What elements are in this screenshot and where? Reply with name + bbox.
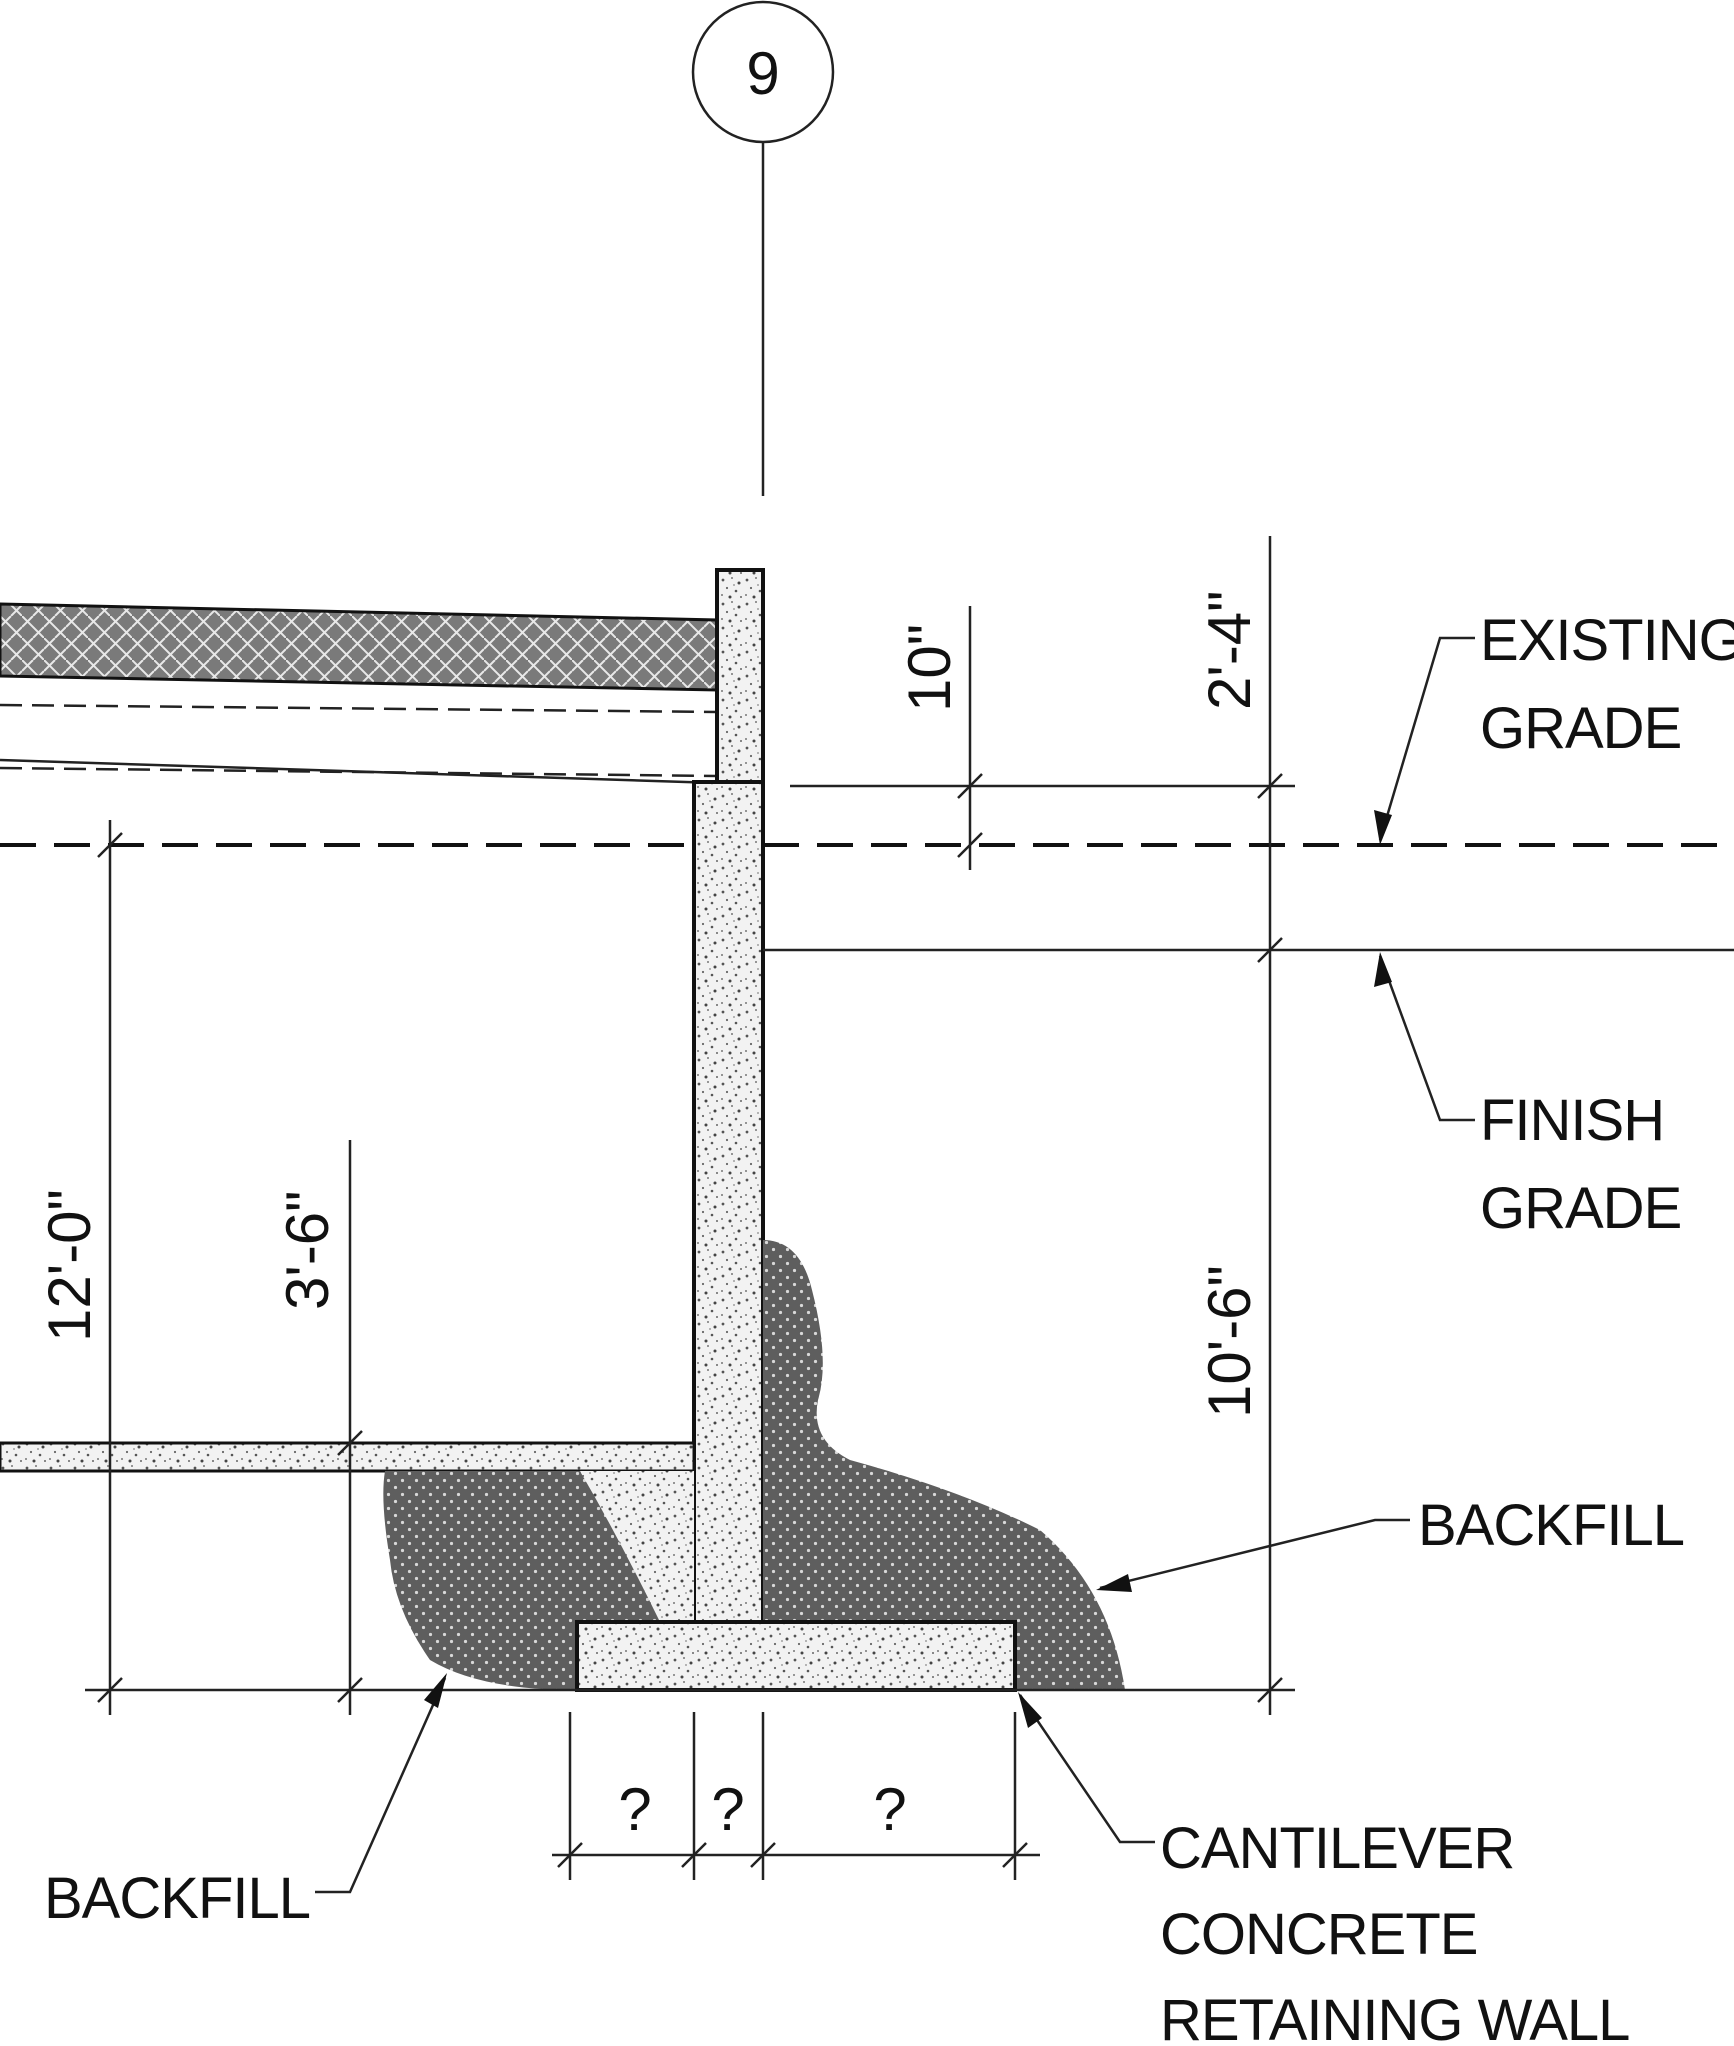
wall-footing — [575, 1620, 1017, 1692]
backfill-right-label: BACKFILL — [1418, 1493, 1684, 1558]
dimension-left-total-label: 12'-0" — [36, 1189, 103, 1342]
grid-bubble: 9 — [691, 0, 835, 144]
dimension-left-inner-label: 3'-6" — [274, 1191, 341, 1310]
leader-existing-grade: EXISTING GRADE — [1374, 608, 1734, 845]
finish-grade-label-1: FINISH — [1480, 1088, 1664, 1153]
dimension-footing-stem-label: ? — [711, 1776, 744, 1843]
finish-grade-label-2: GRADE — [1480, 1176, 1681, 1241]
grid-bubble-label: 9 — [746, 40, 779, 107]
existing-grade-label-1: EXISTING — [1480, 608, 1734, 673]
wall-label-3: RETAINING WALL — [1160, 1988, 1629, 2046]
existing-grade-label-2: GRADE — [1480, 696, 1681, 761]
leader-finish-grade: FINISH GRADE — [1374, 952, 1682, 1241]
dimension-right-height-label: 10'-6" — [1196, 1265, 1263, 1418]
backfill-left-label: BACKFILL — [44, 1866, 310, 1931]
dimension-footing: ? ? ? — [552, 1712, 1040, 1880]
dimension-left-inner: 3'-6" — [274, 1140, 363, 1715]
dimension-top-height-label: 2'-4" — [1196, 591, 1263, 710]
wall-curb — [715, 568, 765, 784]
dimension-footing-heel-label: ? — [618, 1776, 651, 1843]
backfill-left-area — [383, 1471, 660, 1690]
under-slab-fill — [580, 1471, 694, 1622]
leader-backfill-left: BACKFILL — [44, 1673, 447, 1931]
wall-label-2: CONCRETE — [1160, 1902, 1477, 1967]
paving-assembly — [0, 602, 719, 785]
dimension-right-vertical: 2'-4" 10'-6" — [1196, 536, 1283, 1715]
dimension-footing-toe-label: ? — [873, 1776, 906, 1843]
dimension-top-offset-label: 10" — [896, 624, 963, 712]
wall-stem — [692, 780, 765, 1624]
dimension-left-total: 12'-0" — [36, 820, 123, 1715]
leader-retaining-wall: CANTILEVER CONCRETE RETAINING WALL — [1018, 1692, 1630, 2046]
leader-backfill-right: BACKFILL — [1096, 1493, 1685, 1592]
wall-label-1: CANTILEVER — [1160, 1816, 1514, 1881]
backfill-right-area — [763, 1240, 1125, 1690]
dimension-top-offset: 10" — [790, 606, 1295, 870]
